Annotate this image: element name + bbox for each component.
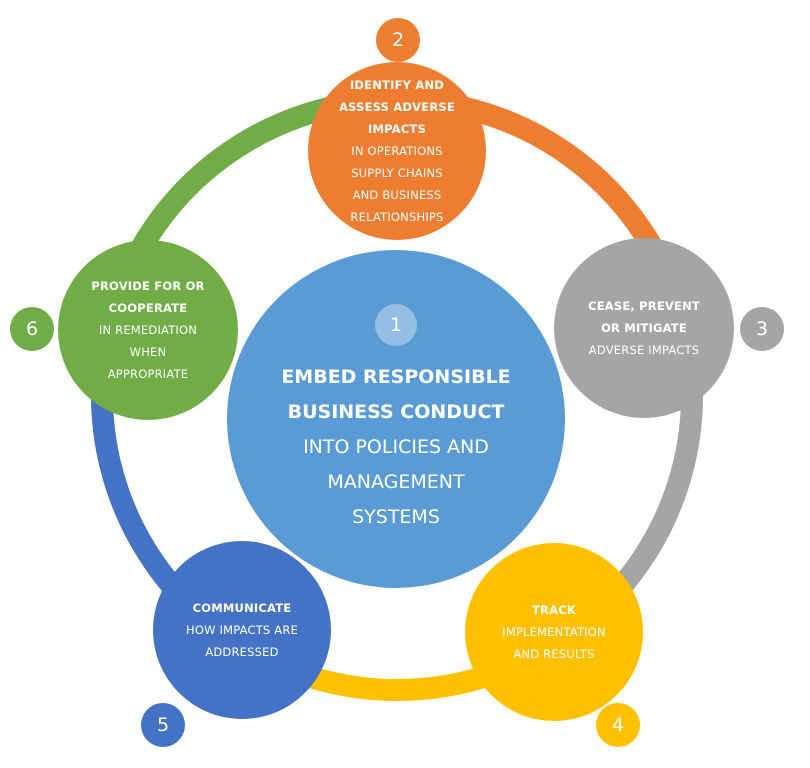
step-body-line: SUPPLY CHAINS	[351, 166, 443, 180]
step-title-line: IMPACTS	[368, 122, 426, 136]
center-title-line: EMBED RESPONSIBLE	[281, 365, 511, 388]
step-title-line: ASSESS ADVERSE	[339, 100, 455, 114]
step-title-line: IDENTIFY AND	[349, 78, 445, 92]
center-number-badge: 1	[375, 303, 417, 346]
center-body-line: INTO POLICIES AND	[303, 435, 489, 458]
step-title-line: OR MITIGATE	[601, 321, 687, 335]
step-number-badge-6: 6	[10, 307, 54, 351]
step-body-line: IN OPERATIONS	[351, 144, 443, 158]
step-title-line: CEASE, PREVENT	[588, 299, 700, 313]
step-number: 6	[25, 318, 39, 340]
center-title-line: BUSINESS CONDUCT	[287, 400, 505, 423]
step-circle-identify-assess: IDENTIFY AND ASSESS ADVERSE IMPACTS IN O…	[308, 62, 486, 240]
step-circle-communicate: COMMUNICATE HOW IMPACTS ARE ADDRESSED	[153, 541, 331, 719]
step-number: 3	[755, 318, 769, 340]
step-body-line: APPROPRIATE	[107, 367, 189, 381]
step-number: 4	[611, 714, 625, 736]
step-number: 5	[156, 714, 170, 736]
step-number-badge-3: 3	[740, 307, 784, 351]
step-body-line: ADDRESSED	[205, 645, 279, 659]
center-circle-embed-rbc: 1 EMBED RESPONSIBLE BUSINESS CONDUCT INT…	[227, 250, 565, 588]
center-body-line: SYSTEMS	[352, 505, 440, 528]
step-number-badge-4: 4	[596, 703, 640, 747]
step-circle-track: TRACK IMPLEMENTATION AND RESULTS	[465, 543, 643, 721]
step-title-line: COOPERATE	[108, 301, 188, 315]
step-body-line: ADVERSE IMPACTS	[588, 343, 700, 357]
step-title-line: TRACK	[532, 603, 576, 617]
center-body-line: MANAGEMENT	[327, 470, 465, 493]
step-body-line: AND BUSINESS	[352, 188, 442, 202]
step-circle-remediation: PROVIDE FOR OR COOPERATE IN REMEDIATION …	[58, 240, 238, 420]
step-number-badge-2: 2	[376, 18, 420, 62]
step-circle-cease-prevent-mitigate: CEASE, PREVENT OR MITIGATE ADVERSE IMPAC…	[554, 238, 734, 418]
step-number: 2	[391, 29, 405, 51]
step-title-line: PROVIDE FOR OR	[91, 279, 205, 293]
step-body-line: AND RESULTS	[513, 647, 595, 661]
step-number-badge-5: 5	[141, 703, 185, 747]
step-body-line: IN REMEDIATION	[98, 323, 198, 337]
step-title-line: COMMUNICATE	[192, 601, 292, 615]
step-body-line: HOW IMPACTS ARE	[185, 623, 299, 637]
step-body-line: IMPLEMENTATION	[502, 625, 606, 639]
step-body-line: RELATIONSHIPS	[350, 210, 444, 224]
center-text: EMBED RESPONSIBLE BUSINESS CONDUCT INTO …	[281, 360, 510, 535]
center-number: 1	[389, 313, 403, 336]
step-body-line: WHEN	[129, 345, 167, 359]
